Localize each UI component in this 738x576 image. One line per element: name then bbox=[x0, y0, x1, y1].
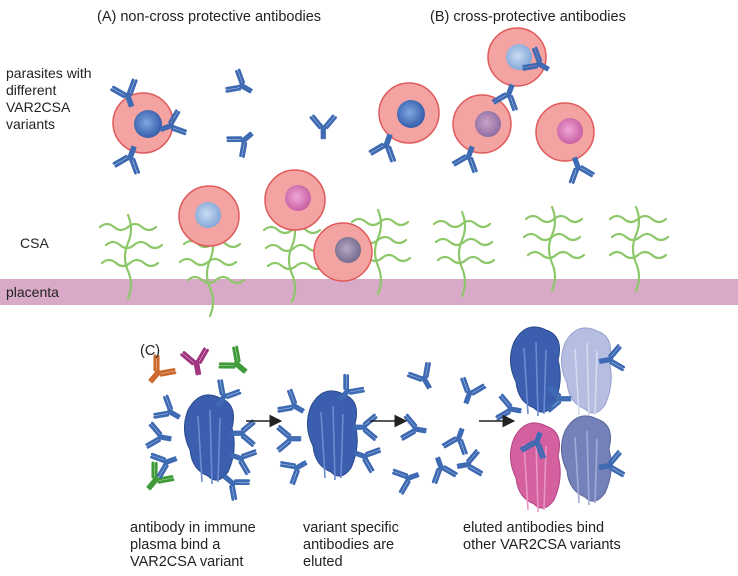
infected-cell bbox=[452, 94, 512, 154]
parasites-label: parasites with different VAR2CSA variant… bbox=[6, 65, 92, 132]
protein-blue bbox=[307, 390, 358, 481]
placenta-band bbox=[0, 279, 738, 305]
panel-b-title: (B) cross-protective antibodies bbox=[430, 9, 626, 25]
protein-blue bbox=[510, 326, 561, 417]
placenta-label: placenta bbox=[6, 284, 59, 300]
panel-c-label: (C) bbox=[140, 343, 161, 359]
step2-caption: variant specific antibodies are eluted bbox=[303, 520, 399, 570]
infected-cell bbox=[378, 82, 440, 144]
panel-a-title: (A) non-cross protective antibodies bbox=[97, 9, 322, 25]
infected-cells bbox=[112, 27, 595, 282]
protein-pink bbox=[510, 422, 561, 513]
infected-cell bbox=[487, 27, 547, 87]
protein-lavender bbox=[561, 327, 612, 418]
infected-cell bbox=[178, 185, 240, 247]
protein-blue bbox=[184, 394, 235, 485]
infected-cell bbox=[313, 222, 373, 282]
step1-caption: antibody in immune plasma bind a VAR2CSA… bbox=[130, 520, 256, 570]
infected-cell bbox=[112, 92, 174, 154]
csa-label: CSA bbox=[20, 235, 49, 251]
protein-slate bbox=[561, 415, 612, 506]
var2csa-proteins bbox=[184, 326, 612, 513]
infected-cell bbox=[264, 169, 326, 231]
infected-cell bbox=[535, 102, 595, 162]
step3-caption: eluted antibodies bind other VAR2CSA var… bbox=[463, 520, 621, 553]
